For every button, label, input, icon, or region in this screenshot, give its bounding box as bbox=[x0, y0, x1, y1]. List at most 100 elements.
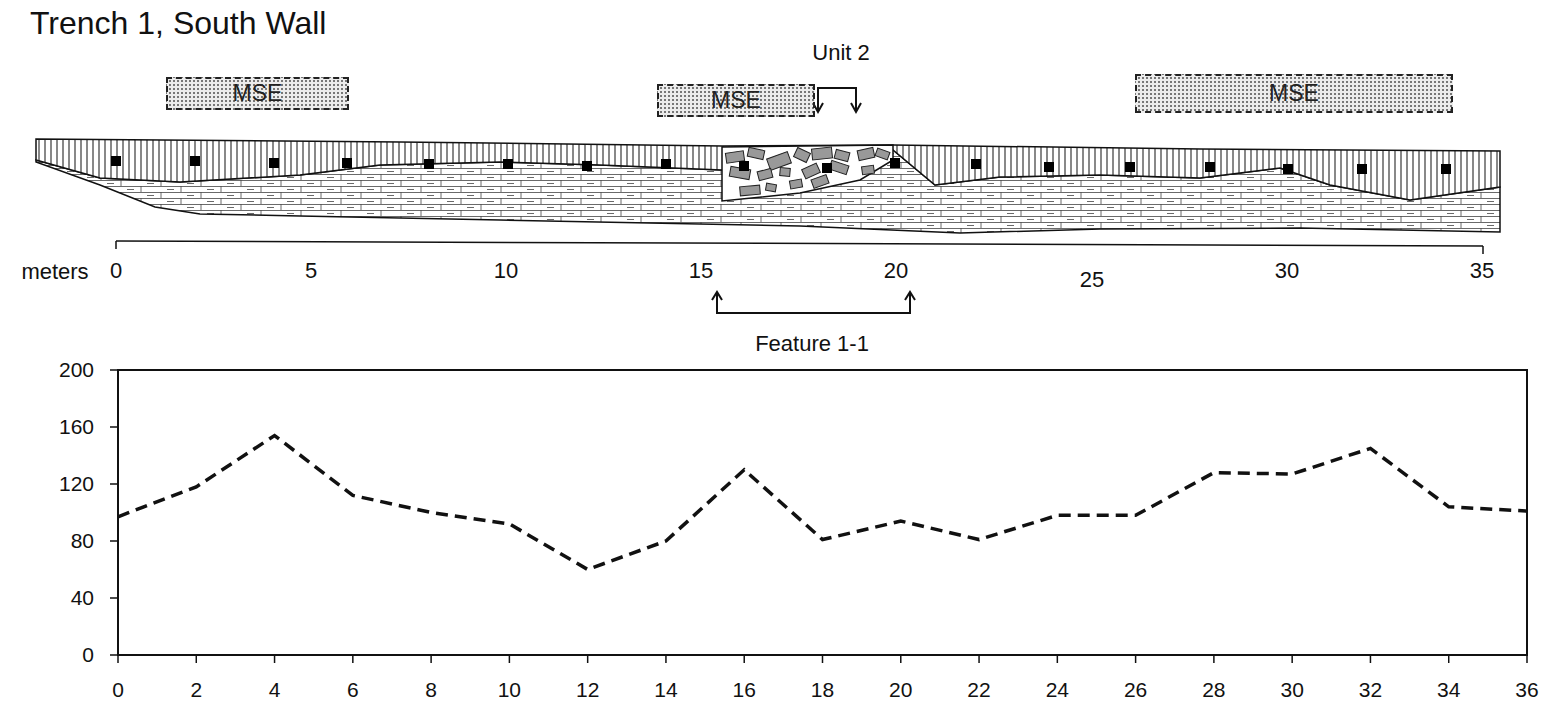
x-tick bbox=[509, 655, 511, 663]
sample-point bbox=[342, 158, 352, 168]
x-tick bbox=[1135, 655, 1137, 663]
y-tick bbox=[110, 426, 118, 428]
scale-number: 30 bbox=[1275, 259, 1299, 283]
y-tick bbox=[110, 597, 118, 599]
sample-point bbox=[971, 159, 981, 169]
figure-title: Trench 1, South Wall bbox=[30, 6, 326, 41]
scale-number: 0 bbox=[110, 259, 122, 283]
sample-point bbox=[890, 158, 900, 168]
rubble-stone bbox=[747, 147, 765, 159]
rubble-stone bbox=[829, 160, 849, 174]
x-tick bbox=[1370, 655, 1372, 663]
x-tick-label: 26 bbox=[1124, 678, 1147, 701]
rubble-stone bbox=[862, 165, 875, 175]
sample-point bbox=[1283, 164, 1293, 174]
y-tick-label: 160 bbox=[59, 415, 94, 438]
x-tick-label: 28 bbox=[1202, 678, 1225, 701]
rubble-stone bbox=[802, 163, 821, 179]
rubble-stone bbox=[834, 149, 850, 161]
x-tick bbox=[1448, 655, 1450, 663]
y-tick-label: 40 bbox=[71, 586, 94, 609]
scale-number: 10 bbox=[494, 259, 518, 283]
x-tick-label: 16 bbox=[733, 678, 756, 701]
rubble-stone bbox=[740, 185, 761, 196]
x-tick-label: 30 bbox=[1280, 678, 1303, 701]
sample-point bbox=[503, 159, 513, 169]
x-tick-label: 4 bbox=[269, 678, 281, 701]
rubble-stone bbox=[857, 147, 875, 160]
sample-point bbox=[111, 156, 121, 166]
x-tick bbox=[117, 655, 119, 663]
unit-bracket bbox=[813, 88, 861, 112]
x-tick bbox=[1213, 655, 1215, 663]
rubble-stones bbox=[725, 147, 890, 196]
x-tick-label: 0 bbox=[112, 678, 124, 701]
x-tick-label: 32 bbox=[1359, 678, 1382, 701]
feature-label: Feature 1-1 bbox=[755, 332, 869, 356]
x-tick-label: 6 bbox=[347, 678, 359, 701]
sample-point bbox=[1441, 164, 1451, 174]
rubble-stone bbox=[794, 148, 811, 163]
rubble-stone bbox=[811, 175, 829, 189]
axis-unit: meters bbox=[21, 260, 88, 284]
rubble-stone bbox=[789, 179, 802, 189]
sample-point bbox=[661, 159, 671, 169]
scale-number: 15 bbox=[689, 259, 713, 283]
zone-label: MSE bbox=[1269, 80, 1319, 107]
zone-label: MSE bbox=[711, 87, 761, 114]
x-tick bbox=[352, 655, 354, 663]
x-tick-label: 34 bbox=[1437, 678, 1460, 701]
rubble-stone bbox=[765, 183, 776, 192]
sample-point bbox=[1125, 162, 1135, 172]
x-tick-label: 36 bbox=[1515, 678, 1538, 701]
x-tick bbox=[274, 655, 276, 663]
x-tick bbox=[1291, 655, 1293, 663]
x-tick bbox=[822, 655, 824, 663]
zone-label: MSE bbox=[233, 80, 283, 107]
sample-point bbox=[582, 161, 592, 171]
y-tick-label: 80 bbox=[71, 529, 94, 552]
mse-zone: MSE bbox=[1135, 74, 1453, 113]
rubble-stone bbox=[811, 147, 832, 160]
sample-point bbox=[1044, 162, 1054, 172]
topsoil-layer bbox=[36, 139, 1500, 200]
scale-number: 20 bbox=[884, 259, 908, 283]
data-line bbox=[118, 436, 1527, 570]
meter-scale bbox=[116, 241, 1483, 254]
sample-point bbox=[269, 158, 279, 168]
x-tick bbox=[665, 655, 667, 663]
sample-point bbox=[1205, 162, 1215, 172]
x-tick bbox=[743, 655, 745, 663]
rubble-stone bbox=[767, 152, 792, 171]
mse-zone: MSE bbox=[657, 84, 815, 117]
feature-fill bbox=[722, 145, 893, 201]
x-tick-label: 20 bbox=[889, 678, 912, 701]
scale-number: 5 bbox=[305, 259, 317, 283]
sample-points bbox=[111, 156, 1451, 174]
sample-point bbox=[190, 156, 200, 166]
y-tick-label: 120 bbox=[59, 472, 94, 495]
x-tick-label: 14 bbox=[654, 678, 677, 701]
x-tick bbox=[587, 655, 589, 663]
sample-point bbox=[822, 163, 832, 173]
sample-point bbox=[739, 161, 749, 171]
sample-point bbox=[424, 159, 434, 169]
chart-frame bbox=[118, 370, 1527, 655]
y-tick-label: 0 bbox=[82, 643, 94, 666]
y-tick bbox=[110, 654, 118, 656]
rubble-stone bbox=[875, 148, 890, 160]
x-tick bbox=[1526, 655, 1528, 663]
chart-ticks bbox=[110, 370, 1527, 663]
unit-label: Unit 2 bbox=[812, 41, 869, 65]
y-tick bbox=[110, 483, 118, 485]
mse-zone: MSE bbox=[166, 77, 349, 110]
x-tick bbox=[900, 655, 902, 663]
x-tick bbox=[978, 655, 980, 663]
x-tick-label: 10 bbox=[498, 678, 521, 701]
x-tick-label: 22 bbox=[967, 678, 990, 701]
x-tick bbox=[1057, 655, 1059, 663]
scale-number: 25 bbox=[1080, 268, 1104, 292]
x-tick bbox=[430, 655, 432, 663]
scale-number: 35 bbox=[1470, 259, 1494, 283]
x-tick-label: 12 bbox=[576, 678, 599, 701]
